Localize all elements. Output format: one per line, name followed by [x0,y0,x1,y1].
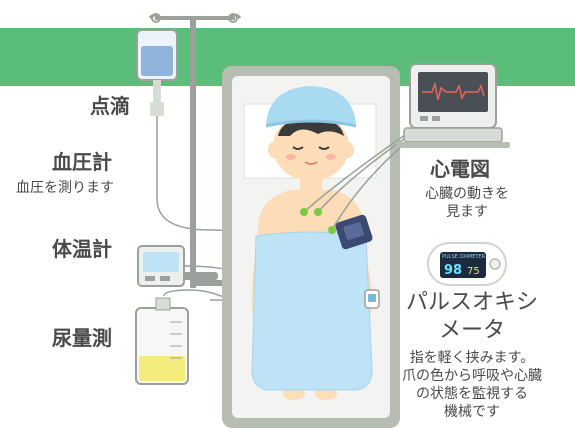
oximeter-pulse-readout: 75 [467,266,480,277]
thermometer-label: 体温計 [52,237,112,261]
oximeter-description-line1: 指を軽く挟みます。 [409,350,535,366]
urine-bag [135,289,231,385]
oximeter-spo2-readout: 98 [444,263,462,278]
ecg-monitor [396,63,510,148]
oximeter-description-line4: 機械です [444,404,500,420]
oximeter-brand-text: PULSE OXIMETER [442,254,486,260]
thermometer-device [137,245,250,287]
urine-measure-label: 尿量測 [52,326,112,350]
oximeter-description-line3: の状態を監視する [416,386,528,402]
pulse-oximeter-label-line1: パルスオキシ [405,290,538,315]
oximeter-on-finger [364,289,380,309]
ecg-description-line2: 見ます [446,204,488,220]
blood-pressure-label: 血圧計 [52,150,112,174]
pulse-oximeter-device: PULSE OXIMETER 98 75 [427,242,507,286]
ecg-label: 心電図 [430,157,490,181]
bp-cuff [335,214,373,250]
iv-drip-bag [136,29,178,200]
blanket [251,231,373,391]
blood-pressure-description: 血圧を測ります [16,180,114,196]
iv-stand [148,13,242,288]
ecg-description-line1: 心臓の動きを [425,186,509,202]
pulse-oximeter-label-line2: メータ [438,318,505,343]
drip-label: 点滴 [90,94,130,118]
oximeter-description-line2: 爪の色から呼吸や心臓 [402,368,542,384]
